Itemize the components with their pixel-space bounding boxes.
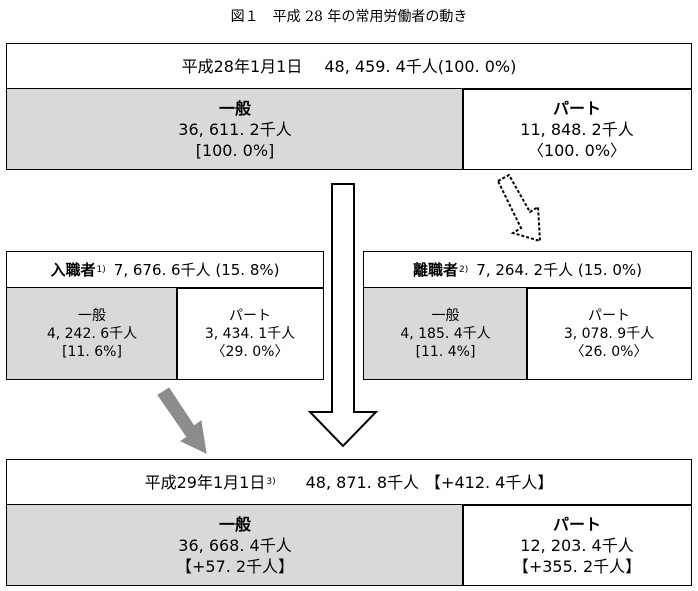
separations-part-box: パート 3, 078. 9千人 〈26. 0%〉 [526, 287, 692, 380]
gray-diagonal-arrow [157, 387, 207, 454]
start-general-label: 一般 [218, 98, 251, 118]
hires-part-label: パート [229, 307, 271, 324]
start-general-pct: [100. 0%] [195, 140, 275, 160]
start-general-value: 36, 611. 2千人 [178, 119, 292, 139]
start-part-label: パート [552, 98, 601, 118]
hires-part-value: 3, 434. 1千人 [204, 325, 296, 342]
hires-general-value: 4, 242. 6千人 [46, 325, 138, 342]
main-flow-arrow [307, 183, 379, 448]
end-general-label: 一般 [218, 514, 251, 534]
start-part-value: 11, 848. 2千人 [520, 119, 634, 139]
figure-title: 図１ 平成 28 年の常用労働者の動き [230, 9, 468, 25]
end-general-value: 36, 668. 4千人 [178, 535, 292, 555]
hires-part-pct: 〈29. 0%〉 [211, 343, 289, 360]
end-general-box: 一般 36, 668. 4千人 【+57. 2千人】 [6, 504, 464, 586]
hires-total: 7, 676. 6千人 (15. 8%) [113, 261, 280, 279]
end-change: 【+412. 4千人】 [425, 473, 554, 492]
end-general-change: 【+57. 2千人】 [175, 556, 295, 576]
hires-general-label: 一般 [78, 307, 106, 324]
separations-total: 7, 264. 2千人 (15. 0%) [476, 261, 642, 279]
separations-part-pct: 〈26. 0%〉 [570, 343, 648, 360]
start-part-pct: 〈100. 0%〉 [527, 140, 627, 160]
end-total: 48, 871. 8千人 [305, 473, 420, 492]
separations-general-box: 一般 4, 185. 4千人 [11. 4%] [363, 287, 528, 380]
separations-general-pct: [11. 4%] [415, 343, 476, 360]
separations-note: 2) [459, 265, 469, 275]
hires-general-box: 一般 4, 242. 6千人 [11. 6%] [6, 287, 178, 380]
start-part-box: パート 11, 848. 2千人 〈100. 0%〉 [462, 88, 692, 170]
separations-label: 離職者 [413, 261, 459, 279]
end-note: 3) [266, 477, 276, 487]
start-date: 平成28年1月1日 [181, 57, 303, 76]
end-part-change: 【+355. 2千人】 [512, 556, 642, 576]
end-part-value: 12, 203. 4千人 [520, 535, 634, 555]
hires-part-box: パート 3, 434. 1千人 〈29. 0%〉 [176, 287, 324, 380]
separations-general-label: 一般 [431, 307, 460, 324]
separations-part-label: パート [588, 307, 630, 324]
hires-note: 1) [96, 265, 106, 275]
hires-general-pct: [11. 6%] [62, 343, 122, 360]
separations-part-value: 3, 078. 9千人 [563, 325, 655, 342]
end-date: 平成29年1月1日 [144, 473, 266, 492]
start-general-box: 一般 36, 611. 2千人 [100. 0%] [6, 88, 464, 170]
hires-label: 入職者 [50, 261, 96, 279]
dotted-diagonal-arrow [496, 173, 542, 243]
end-part-label: パート [552, 514, 601, 534]
start-total: 48, 459. 4千人(100. 0%) [324, 57, 517, 76]
separations-general-value: 4, 185. 4千人 [400, 325, 491, 342]
end-part-box: パート 12, 203. 4千人 【+355. 2千人】 [462, 504, 692, 586]
start-total-box: 平成28年1月1日 48, 459. 4千人(100. 0%) [6, 43, 692, 90]
